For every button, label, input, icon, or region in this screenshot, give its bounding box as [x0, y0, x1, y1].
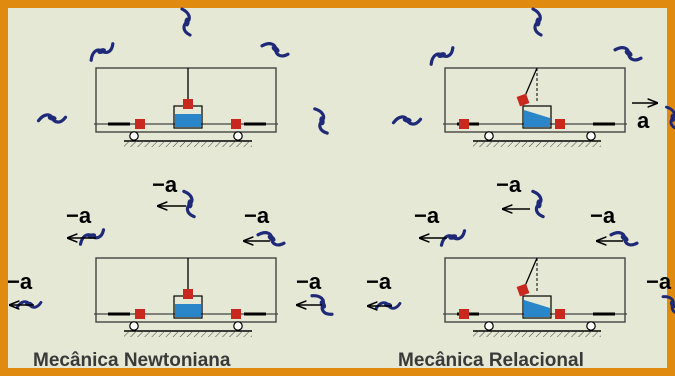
caption-relational: Mecânica Relacional	[398, 350, 584, 371]
galaxy-icon	[613, 46, 643, 62]
wheel	[484, 321, 494, 331]
accel-label: −a	[152, 172, 178, 197]
panel-newtonian-bottom: −a −a −a −a −a	[7, 172, 334, 337]
relational-apparatus	[443, 257, 627, 337]
accel-label: −a	[366, 269, 392, 294]
accel-label: −a	[496, 172, 522, 197]
wheel	[233, 321, 243, 331]
wagon-box	[95, 67, 277, 133]
accel-label: −a	[590, 203, 616, 228]
block-right	[555, 119, 565, 129]
galaxy-core	[47, 115, 57, 121]
wheel	[233, 131, 243, 141]
accel-label: −a	[244, 203, 270, 228]
pendulum-bob	[183, 99, 193, 109]
galaxy-icon	[609, 231, 639, 247]
pendulum-string	[524, 67, 538, 97]
pendulum-bob	[183, 289, 193, 299]
wheel	[129, 321, 139, 331]
wagon-box	[95, 257, 277, 323]
accel-label: −a	[7, 269, 33, 294]
galaxy-core	[187, 199, 193, 209]
newtonian-apparatus	[94, 67, 278, 147]
galaxy-core	[267, 234, 276, 242]
block-left	[135, 309, 145, 319]
galaxy-core	[624, 49, 633, 57]
block-left	[135, 119, 145, 129]
block-right	[231, 119, 241, 129]
accel-label: −a	[414, 203, 440, 228]
block-right	[231, 309, 241, 319]
caption-newtonian: Mecânica Newtoniana	[33, 350, 231, 371]
panel-newtonian-top	[36, 7, 329, 147]
galaxy-icon	[180, 7, 192, 37]
accel-label: −a	[66, 203, 92, 228]
galaxy-core	[319, 300, 327, 309]
pendulum-bob	[516, 283, 530, 297]
pendulum-bob	[516, 93, 530, 107]
galaxy-core	[319, 116, 325, 126]
galaxy-icon	[260, 42, 290, 58]
water-tilted	[524, 300, 550, 317]
ground-hatch	[473, 141, 601, 147]
accel-label: a	[637, 108, 650, 133]
galaxy-icon	[310, 294, 334, 316]
galaxy-core	[620, 234, 629, 242]
water	[175, 114, 201, 127]
galaxy-icon	[256, 231, 286, 247]
galaxy-icon	[89, 42, 115, 62]
galaxy-icon	[313, 107, 329, 135]
panel-relational-top: a	[391, 7, 675, 147]
wagon-box	[444, 257, 626, 323]
ground-hatch	[124, 331, 252, 337]
galaxy-core	[97, 48, 106, 54]
wheel	[129, 131, 139, 141]
ground-hatch	[124, 141, 252, 147]
galaxy-icon	[36, 113, 68, 124]
galaxy-icon	[531, 7, 543, 37]
wagon-box	[444, 67, 626, 133]
galaxy-core	[670, 113, 675, 122]
galaxy-icon	[429, 46, 455, 66]
water	[175, 304, 201, 317]
water-tilted	[524, 110, 550, 127]
galaxy-core	[448, 234, 458, 240]
galaxy-icon	[661, 295, 675, 315]
bucket	[522, 295, 552, 319]
pendulum-string	[524, 257, 538, 287]
galaxy-icon	[391, 115, 423, 126]
galaxy-core	[669, 300, 675, 309]
scenes: a −a −a −a −a −a −a −a −a −a −a	[7, 7, 675, 337]
ground-hatch	[473, 331, 601, 337]
wheel	[484, 131, 494, 141]
accel-label: −a	[296, 269, 322, 294]
galaxy-icon	[439, 229, 467, 247]
newtonian-apparatus	[94, 257, 278, 337]
accel-label: −a	[646, 269, 672, 294]
wheel	[586, 321, 596, 331]
galaxy-core	[535, 17, 541, 27]
block-left	[459, 309, 469, 319]
block-left	[459, 119, 469, 129]
relational-apparatus	[443, 67, 627, 147]
galaxy-core	[184, 17, 190, 27]
galaxy-icon	[664, 105, 675, 131]
galaxy-core	[536, 199, 542, 209]
wheel	[586, 131, 596, 141]
block-right	[555, 309, 565, 319]
galaxy-core	[437, 52, 446, 58]
bucket	[522, 105, 552, 129]
galaxy-core	[271, 45, 280, 53]
panel-relational-bottom: −a −a −a −a −a	[366, 172, 675, 337]
galaxy-icon	[531, 189, 545, 219]
galaxy-core	[402, 117, 412, 123]
galaxy-icon	[182, 189, 196, 219]
